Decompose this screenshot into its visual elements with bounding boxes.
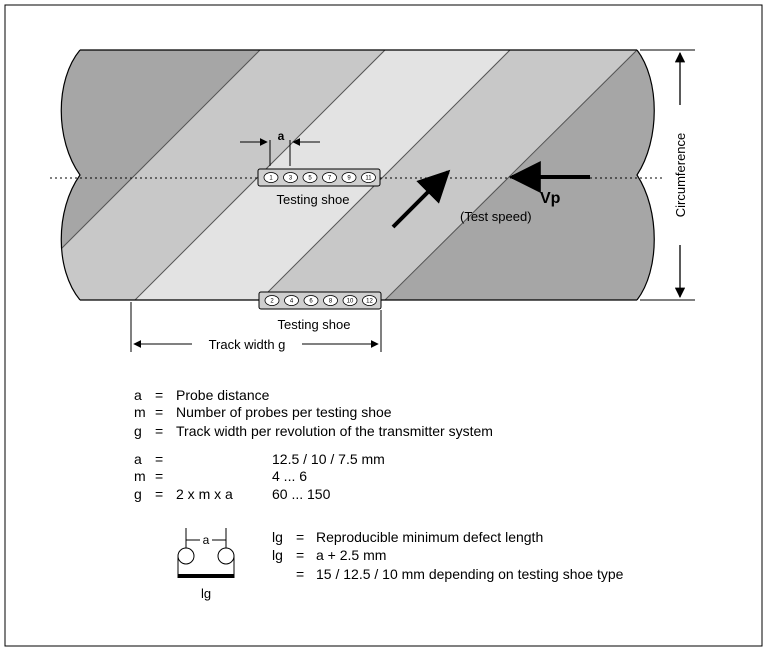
value-range: 60 ... 150 (272, 486, 331, 502)
probe (341, 172, 357, 183)
value-eq: = (155, 451, 163, 467)
probe-number: 2 (270, 299, 274, 305)
probe (264, 295, 280, 306)
probe-number: 10 (347, 299, 354, 305)
defect-symbol: lg (272, 547, 283, 563)
defect-text: Reproducible minimum defect length (316, 529, 543, 545)
probe-number: 5 (308, 176, 312, 182)
definitions-block: a = Probe distance m = Number of probes … (134, 387, 493, 439)
sketch-a-label: a (203, 533, 210, 547)
probe (361, 172, 376, 183)
value-symbol: g (134, 486, 142, 502)
value-symbol: m (134, 468, 146, 484)
probe (284, 295, 299, 306)
defect-text: a + 2.5 mm (316, 547, 386, 563)
definition-text: Probe distance (176, 387, 270, 403)
probe-number: 9 (347, 176, 351, 182)
value-eq: = (155, 468, 163, 484)
value-range: 12.5 / 10 / 7.5 mm (272, 451, 385, 467)
testing-shoe-top-label: Testing shoe (277, 192, 350, 207)
pipe-band-mid (61, 50, 385, 300)
pipe-right-edge (636, 49, 655, 301)
probe-number: 6 (309, 299, 313, 305)
track-width-label: Track width g (209, 337, 286, 352)
value-formula: 2 x m x a (176, 486, 233, 502)
definition-symbol: a (134, 387, 142, 403)
probe-number: 12 (366, 299, 373, 305)
probe (303, 295, 319, 306)
outer-frame (4, 4, 763, 647)
defect-text: 15 / 12.5 / 10 mm depending on testing s… (316, 566, 624, 582)
probe (362, 295, 377, 306)
probe (283, 172, 298, 183)
probe (323, 295, 338, 306)
probe-number: 4 (290, 299, 294, 305)
pipe-left-edge (60, 49, 81, 301)
definition-symbol: m (134, 404, 146, 420)
value-symbol: a (134, 451, 142, 467)
definition-eq: = (155, 423, 163, 439)
test-speed-label: (Test speed) (460, 209, 532, 224)
probe-number: 11 (365, 176, 372, 182)
speed-label: Vp (540, 190, 561, 207)
top-shoe-probes: 1 3 5 7 9 11 (263, 172, 376, 183)
defect-eq: = (296, 529, 304, 545)
probe-distance-label: a (278, 129, 285, 143)
definition-symbol: g (134, 423, 142, 439)
sketch-probe-left (177, 547, 195, 565)
probe-number: 3 (289, 176, 293, 182)
testing-shoe-bottom-label: Testing shoe (278, 317, 351, 332)
sketch-probe-right (217, 547, 235, 565)
circumference-label: Circumference (673, 133, 688, 218)
values-block: a = 12.5 / 10 / 7.5 mm m = 4 ... 6 g = 2… (134, 451, 385, 502)
defect-eq: = (296, 547, 304, 563)
probe-number: 7 (328, 176, 332, 182)
rotation-direction-arrow (391, 169, 451, 229)
definition-text: Number of probes per testing shoe (176, 404, 392, 420)
sketch-lg-label: lg (201, 586, 211, 601)
defect-eq: = (296, 566, 304, 582)
defect-symbol: lg (272, 529, 283, 545)
probe (322, 172, 337, 183)
definition-eq: = (155, 404, 163, 420)
defect-length-sketch: a lg (177, 528, 235, 601)
probe (302, 172, 318, 183)
definition-text: Track width per revolution of the transm… (176, 423, 493, 439)
defect-definitions: lg = Reproducible minimum defect length … (272, 529, 624, 582)
value-eq: = (155, 486, 163, 502)
probe (342, 295, 358, 306)
probe (263, 172, 279, 183)
value-range: 4 ... 6 (272, 468, 307, 484)
bottom-shoe-probes: 2 4 6 8 10 12 (264, 295, 377, 306)
definition-eq: = (155, 387, 163, 403)
probe-number: 1 (269, 176, 273, 182)
probe-number: 8 (329, 299, 333, 305)
